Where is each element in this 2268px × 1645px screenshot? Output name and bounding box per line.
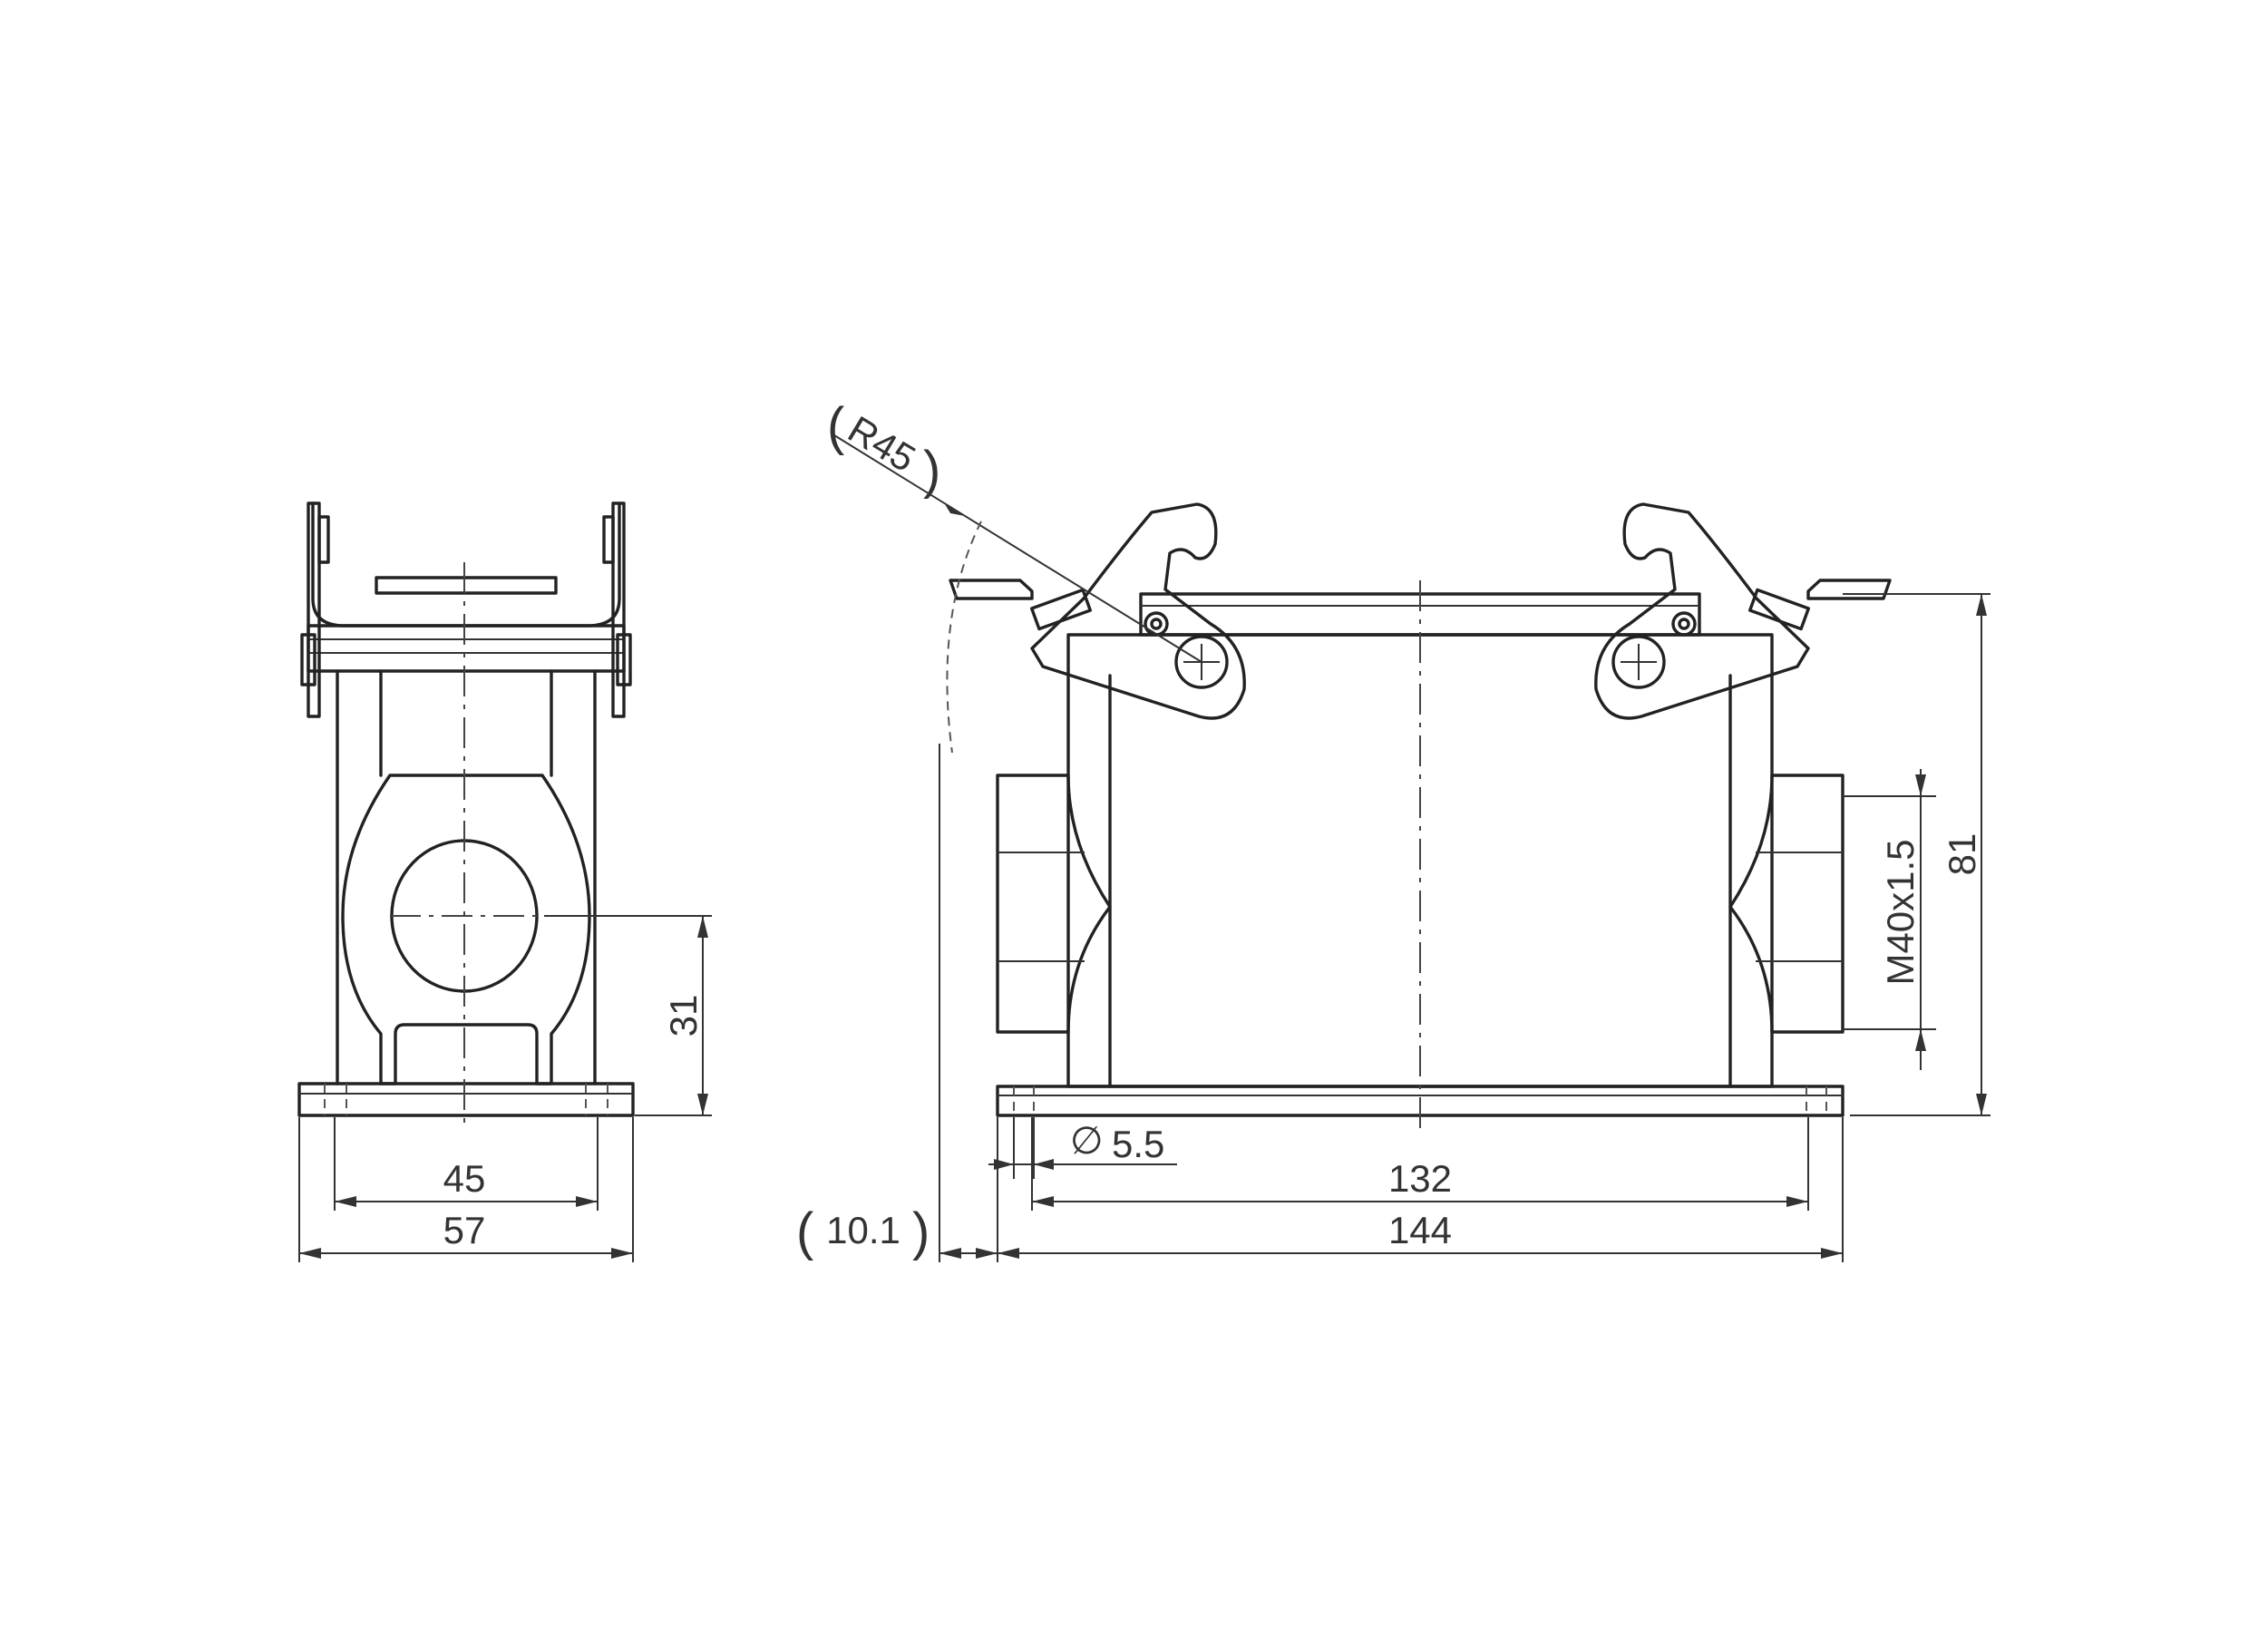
front-lever-right-tab [1806,579,1892,600]
dim-45-arrow-right [576,1196,598,1207]
dim-144-arrow-left [998,1248,1019,1259]
front-lever-left-pivot [1174,635,1229,689]
dim-r45-label: R45 [841,407,922,480]
dim-hole-arrow-right [1034,1159,1054,1170]
dim-thread-label: M40x1.5 [1879,839,1922,985]
dim-r45-paren-close: ) [923,441,940,500]
front-entry-right [1728,774,1845,1034]
front-lever-right-clip [1748,588,1810,631]
side-clip-right-tab [602,515,615,564]
side-clip-left [307,501,321,718]
front-lever-left-clip [1030,588,1092,631]
front-lever-right [1594,502,1810,720]
dim-57-arrow-right [611,1248,633,1259]
dim-31-arrow-bottom [697,1094,708,1115]
front-lever-left [1030,502,1246,720]
side-base-flange [297,1082,635,1117]
dim-hole-arrow-left [994,1159,1014,1170]
side-latch-right [616,633,632,686]
dim-132-arrow-right [1786,1196,1808,1207]
dim-144-label: 144 [1388,1209,1452,1251]
dim-r45-arc [946,521,982,754]
dim-144-arrow-right [1821,1248,1843,1259]
dim-57-label: 57 [443,1209,486,1251]
side-top-plate [375,576,558,595]
front-entry-left [996,774,1112,1034]
dim-r45-leader [833,434,1202,663]
dim-31-arrow-top [697,916,708,938]
dim-r45-paren-open: ( [827,397,844,456]
side-entry-boss [341,774,591,1085]
dim-10-1-label: 10.1 [826,1209,900,1251]
side-latch-left [300,633,316,686]
dim-10-1-paren-open: ( [796,1202,813,1261]
dim-thread-arrow-bottom [1915,1029,1926,1051]
dim-10-1-arrow-right [976,1248,998,1259]
dim-45-arrow-left [335,1196,356,1207]
dim-r45-arrow [945,504,965,516]
dim-81-arrow-bottom [1976,1094,1987,1115]
side-clip-left-tab [317,515,330,564]
front-lever-left-pin-inner [1150,618,1163,630]
side-lever-band [307,624,626,673]
front-lever-right-pivot [1611,635,1666,689]
side-top-frame [311,501,621,628]
dim-57-arrow-left [299,1248,321,1259]
dim-hole-label: 5.5 [1112,1123,1164,1165]
front-lever-left-pin [1144,611,1169,637]
dim-45-label: 45 [443,1157,486,1200]
dim-81-label: 81 [1941,833,1983,876]
dim-132-label: 132 [1388,1157,1452,1200]
front-lever-left-tab [949,579,1034,600]
dim-10-1-arrow-left [939,1248,961,1259]
dim-thread-arrow-top [1915,774,1926,796]
front-lever-right-pin-inner [1678,618,1690,630]
side-clip-right [611,501,626,718]
dim-132-arrow-left [1032,1196,1054,1207]
dim-hole-symbol: ∅ [1070,1119,1104,1162]
side-view: 31 45 57 [297,501,712,1262]
front-lever-right-pin [1671,611,1697,637]
dim-81-arrow-top [1976,594,1987,616]
front-view: ( R45 ) 81 M40x1.5 ∅ 5.5 132 [796,397,1991,1262]
dim-10-1-paren-close: ) [912,1202,930,1261]
dim-31-label: 31 [662,995,705,1037]
